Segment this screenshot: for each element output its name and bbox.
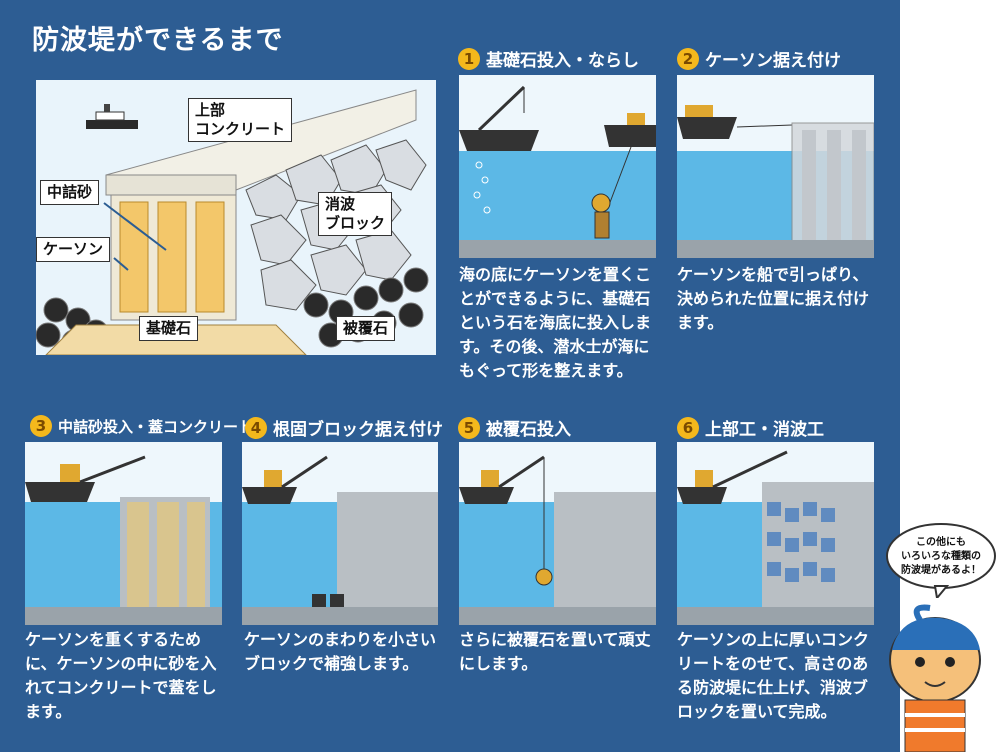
step-1-panel <box>459 75 656 258</box>
mascot-character <box>880 600 998 752</box>
step-6-number: 6 <box>677 416 699 439</box>
step-5-panel <box>459 442 656 625</box>
step-6-description: ケーソンの上に厚いコンクリートをのせて、高さのある防波堤に仕上げ、消波ブロックを… <box>677 630 870 721</box>
wave-block-label: 消波 ブロック <box>318 192 393 236</box>
speech-bubble-text: この他にも いろいろな種類の 防波堤があるよ！ <box>901 537 981 576</box>
step-5-number: 5 <box>458 416 480 439</box>
wave-block-pile <box>245 139 427 311</box>
foundation-stone-label: 基礎石 <box>139 316 199 341</box>
step-6-title: 上部工・消波工 <box>705 420 824 440</box>
step-1-heading: 1 基礎石投入・ならし <box>458 46 639 71</box>
step-4-description: ケーソンのまわりを小さいブロックで補強します。 <box>244 630 437 673</box>
armor-stone-label: 被覆石 <box>336 316 396 341</box>
step-3-panel <box>25 442 222 625</box>
step-2-panel <box>677 75 874 258</box>
step-3-title: 中詰砂投入・蓋コンクリート <box>58 417 254 436</box>
speech-bubble: この他にも いろいろな種類の 防波堤があるよ！ <box>885 522 997 601</box>
breakwater-cross-section: 上部 コンクリート 中詰砂 ケーソン 消波 ブロック 基礎石 被覆石 <box>35 80 436 356</box>
step-4-heading: 4 根固ブロック据え付け <box>245 415 443 440</box>
step-4-number: 4 <box>245 416 267 439</box>
step-4-panel <box>242 442 438 625</box>
step-2-heading: 2 ケーソン据え付け <box>677 46 841 71</box>
step-6-heading: 6 上部工・消波工 <box>677 415 824 440</box>
step-1-title: 基礎石投入・ならし <box>486 51 639 71</box>
step-5-title: 被覆石投入 <box>486 420 571 440</box>
main-board: 防波堤ができるまで <box>0 0 900 752</box>
fill-sand-label: 中詰砂 <box>40 180 100 205</box>
step-2-title: ケーソン据え付け <box>705 51 841 71</box>
step-2-number: 2 <box>677 47 699 70</box>
step-3-heading: 3 中詰砂投入・蓋コンクリート <box>30 415 253 437</box>
step-1-description: 海の底にケーソンを置くことができるように、基礎石という石を海底に投入します。その… <box>459 265 652 380</box>
step-5-heading: 5 被覆石投入 <box>458 415 571 440</box>
step-1-number: 1 <box>458 47 480 70</box>
ship-icon <box>86 104 138 129</box>
caisson-label: ケーソン <box>36 237 111 262</box>
page-title: 防波堤ができるまで <box>32 25 284 56</box>
step-6-panel <box>677 442 874 625</box>
step-4-title: 根固ブロック据え付け <box>273 420 443 440</box>
step-2-description: ケーソンを船で引っぱり、決められた位置に据え付けます。 <box>677 265 870 332</box>
diver-icon <box>591 193 611 239</box>
step-3-description: ケーソンを重くするために、ケーソンの中に砂を入れてコンクリートで蓋をします。 <box>25 630 217 721</box>
step-3-number: 3 <box>30 415 52 437</box>
upper-concrete-label: 上部 コンクリート <box>188 98 293 142</box>
step-5-description: さらに被覆石を置いて頑丈にします。 <box>459 630 651 673</box>
